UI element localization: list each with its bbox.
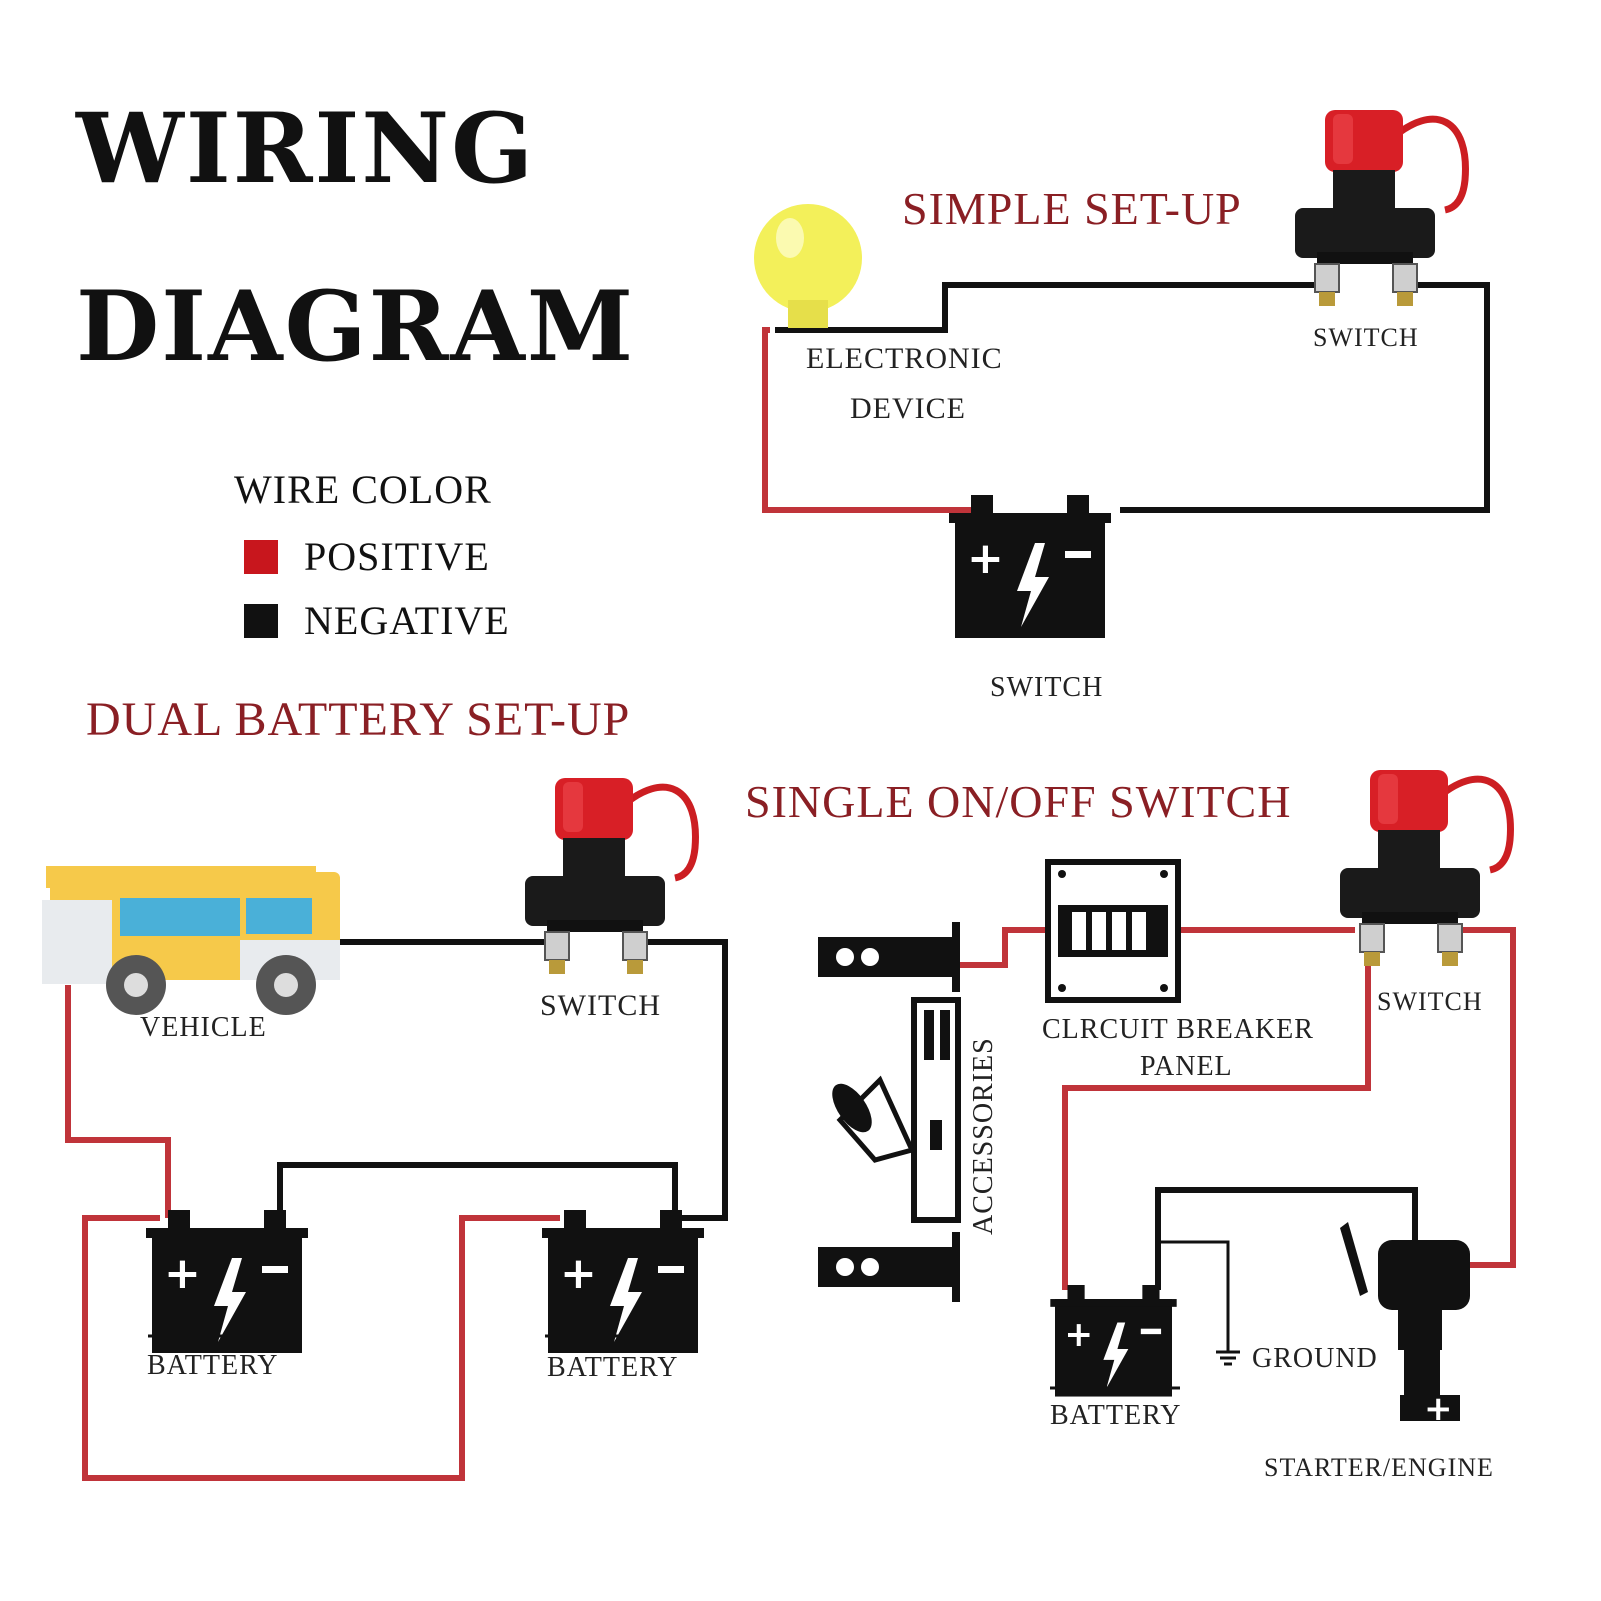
accessory-outlet-top-icon [818, 922, 960, 992]
accessory-outlet-bottom-icon [818, 1232, 960, 1302]
light-bulb-icon [754, 204, 862, 328]
accessories-label: ACCESSORIES [968, 1037, 999, 1235]
simple-setup-heading: SIMPLE SET-UP [902, 183, 1242, 234]
single-switch-heading: SINGLE ON/OFF SWITCH [745, 776, 1291, 827]
ground-icon [1216, 1350, 1240, 1366]
single-wire-battery-engine [1155, 1187, 1418, 1290]
simple-battery-label: SWITCH [990, 672, 1103, 703]
dual-battery1-label: BATTERY [147, 1350, 278, 1381]
dual-battery2-label: BATTERY [547, 1352, 678, 1383]
simple-device-label-2: DEVICE [850, 392, 966, 425]
single-battery-icon [1050, 1285, 1177, 1397]
dual-battery-link-wire [277, 1162, 678, 1218]
simple-battery-icon [949, 495, 1111, 638]
starter-engine-icon: + [1340, 1222, 1470, 1429]
legend-negative: NEGATIVE [304, 598, 510, 643]
simple-switch-label: SWITCH [1313, 323, 1419, 352]
dual-setup-heading: DUAL BATTERY SET-UP [86, 693, 630, 746]
dual-switch-label: SWITCH [540, 989, 661, 1022]
dual-battery1-icon [146, 1210, 308, 1353]
legend-heading: WIRE COLOR [234, 467, 492, 512]
dual-vehicle-label: VEHICLE [140, 1012, 267, 1043]
single-wire-accessory-breaker [958, 927, 1048, 968]
single-wire-ground [1158, 1240, 1230, 1352]
positive-swatch [244, 540, 278, 574]
simple-negative-wire-top [775, 282, 1315, 333]
simple-negative-wire-right [1120, 282, 1490, 513]
radio-device-icon [911, 997, 961, 1223]
title-line2: DIAGRAM [76, 270, 635, 383]
ground-label: GROUND [1252, 1343, 1378, 1374]
circuit-breaker-panel-icon [1045, 859, 1181, 1003]
dual-positive-wire-vehicle [65, 985, 171, 1218]
single-wire-switch-engine [1455, 927, 1516, 1268]
vehicle-icon [42, 866, 340, 1015]
breaker-label-1: CLRCUIT BREAKER [1042, 1014, 1314, 1045]
simple-device-label-1: ELECTRONIC [806, 342, 1003, 375]
dual-negative-wire-right [640, 939, 728, 1221]
title-line1: WIRING [75, 92, 535, 205]
legend-positive: POSITIVE [304, 534, 490, 579]
single-switch-label: SWITCH [1377, 987, 1483, 1016]
negative-swatch [244, 604, 278, 638]
single-wire-switch-battery [1062, 950, 1371, 1290]
svg-text:+: + [1424, 1389, 1453, 1429]
dual-battery2-icon [542, 1210, 704, 1353]
single-battery-label: BATTERY [1050, 1400, 1181, 1431]
simple-positive-wire [762, 327, 975, 513]
dual-positive-wire-loop [82, 1215, 560, 1481]
engine-label: STARTER/ENGINE [1264, 1453, 1494, 1482]
horn-icon [832, 1075, 916, 1163]
single-switch-icon [1340, 770, 1510, 966]
breaker-label-2: PANEL [1140, 1051, 1233, 1082]
simple-switch-icon [1295, 110, 1465, 306]
